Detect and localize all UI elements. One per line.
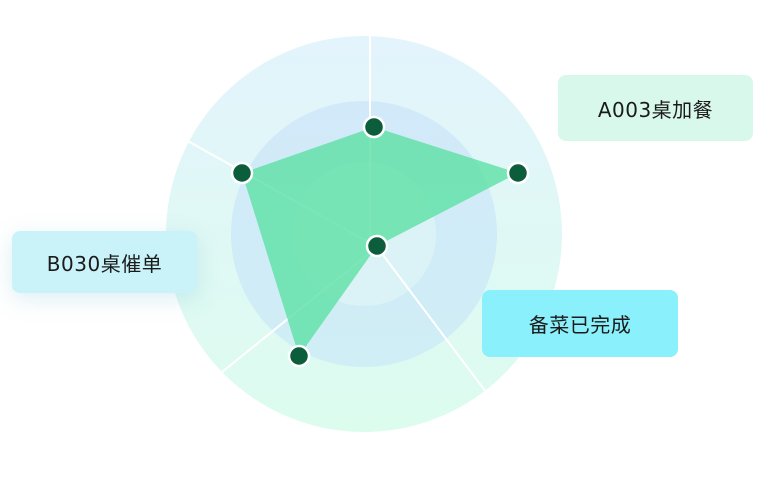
radar-point-left xyxy=(230,161,254,185)
radar-point-right xyxy=(506,161,530,185)
radar-point-top xyxy=(362,115,386,139)
spoke-lower-right xyxy=(376,246,487,393)
tag-prep-complete: 备菜已完成 xyxy=(482,290,678,357)
radar-point-center xyxy=(365,234,389,258)
radar-point-bottom xyxy=(287,344,311,368)
tag-a003-add-dish: A003桌加餐 xyxy=(558,75,753,141)
tag-b030-urge-order: B030桌催单 xyxy=(12,231,197,293)
radar-points xyxy=(230,115,530,368)
